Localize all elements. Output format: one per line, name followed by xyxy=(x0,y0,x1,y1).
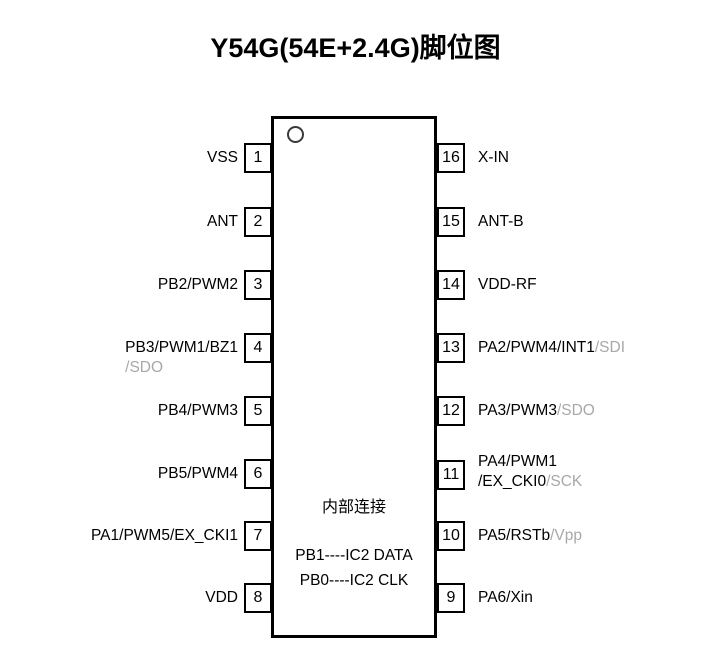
internal-connection-heading: 内部连接 xyxy=(321,499,386,516)
pin-label-13-line: PA2/PWM4/INT1/SDI xyxy=(478,338,625,358)
pin-box-13[interactable]: 13 xyxy=(437,333,465,363)
pin-box-9[interactable]: 9 xyxy=(437,583,465,613)
internal-net-pb0: PB0----IC2 CLK xyxy=(299,572,409,589)
pin-label-12-primary: PA3/PWM3 xyxy=(478,402,557,419)
chip-body-outline xyxy=(271,116,437,638)
pin-label-16: X-IN xyxy=(478,148,509,168)
pin-box-10[interactable]: 10 xyxy=(437,521,465,551)
pin-box-1[interactable]: 1 xyxy=(244,143,272,173)
pin-box-15[interactable]: 15 xyxy=(437,207,465,237)
pin-label-13-primary: PA2/PWM4/INT1 xyxy=(478,339,595,356)
pin-box-16[interactable]: 16 xyxy=(437,143,465,173)
pin-label-10-alt: /Vpp xyxy=(550,527,582,544)
pin-label-3: PB2/PWM2 xyxy=(158,275,238,295)
pin-label-14: VDD-RF xyxy=(478,275,537,295)
pin-label-11-secondary: /EX_CKI0 xyxy=(478,473,547,490)
pin-label-10: PA5/RSTb/Vpp xyxy=(478,526,582,546)
pin-box-5[interactable]: 5 xyxy=(244,396,272,426)
page-title: Y54G(54E+2.4G)脚位图 xyxy=(210,33,501,63)
pin-label-16-primary: X-IN xyxy=(478,149,509,166)
pin-label-10-primary: PA5/RSTb xyxy=(478,527,551,544)
pin-label-13-alt: /SDI xyxy=(594,339,626,356)
pin-label-9: PA6/Xin xyxy=(478,588,533,608)
pin-box-14[interactable]: 14 xyxy=(437,270,465,300)
pin-label-15-primary: ANT-B xyxy=(478,213,524,230)
pin-label-11-primary: PA4/PWM1 xyxy=(478,453,557,470)
pin-label-4-stack: PB3/PWM1/BZ1 /SDO xyxy=(125,338,238,378)
pin-label-8-primary: VDD xyxy=(205,589,238,606)
pin-label-9-primary: PA6/Xin xyxy=(478,589,533,606)
pin-label-11-alt: /SCK xyxy=(546,473,583,490)
pin-label-1-primary: VSS xyxy=(206,149,238,166)
pin-label-12: PA3/PWM3/SDO xyxy=(478,401,595,421)
pin-label-7-primary: PA1/PWM5/EX_CKI1 xyxy=(90,527,238,544)
pin-box-11[interactable]: 11 xyxy=(437,460,465,490)
pin-box-12[interactable]: 12 xyxy=(437,396,465,426)
pin-label-7: PA1/PWM5/EX_CKI1 xyxy=(91,526,238,546)
pin-label-5-primary: PB4/PWM3 xyxy=(157,402,238,419)
pin-label-10-line: PA5/RSTb/Vpp xyxy=(478,526,582,546)
pin-label-8: VDD xyxy=(205,588,238,608)
pin-label-4: PB3/PWM1/BZ1 /SDO xyxy=(125,338,238,378)
pin-label-5: PB4/PWM3 xyxy=(158,401,238,421)
pin-box-6[interactable]: 6 xyxy=(244,459,272,489)
pin-label-14-primary: VDD-RF xyxy=(478,276,537,293)
internal-net-pb1: PB1----IC2 DATA xyxy=(295,547,413,564)
pin1-dot-icon xyxy=(287,126,304,143)
pin-box-4[interactable]: 4 xyxy=(244,333,272,363)
pin-box-8[interactable]: 8 xyxy=(244,583,272,613)
pin-label-2: ANT xyxy=(207,212,238,232)
pin-label-11: PA4/PWM1 /EX_CKI0/SCK xyxy=(478,452,582,492)
pin-label-4-primary: PB3/PWM1/BZ1 xyxy=(125,339,238,356)
pin-label-6-primary: PB5/PWM4 xyxy=(157,465,238,482)
pin-label-12-alt: /SDO xyxy=(556,402,595,419)
pin-label-11-line2: /EX_CKI0/SCK xyxy=(478,472,582,492)
pin-box-7[interactable]: 7 xyxy=(244,521,272,551)
pin-box-3[interactable]: 3 xyxy=(244,270,272,300)
pin-label-15: ANT-B xyxy=(478,212,524,232)
pin-label-13: PA2/PWM4/INT1/SDI xyxy=(478,338,625,358)
pin-label-12-line: PA3/PWM3/SDO xyxy=(478,401,595,421)
pin-label-6: PB5/PWM4 xyxy=(158,464,238,484)
pin-label-2-primary: ANT xyxy=(207,213,238,230)
pin-label-4-alt: /SDO xyxy=(125,359,164,376)
pin-label-1: VSS xyxy=(207,148,238,168)
pin-box-2[interactable]: 2 xyxy=(244,207,272,237)
pin-label-3-primary: PB2/PWM2 xyxy=(157,276,238,293)
